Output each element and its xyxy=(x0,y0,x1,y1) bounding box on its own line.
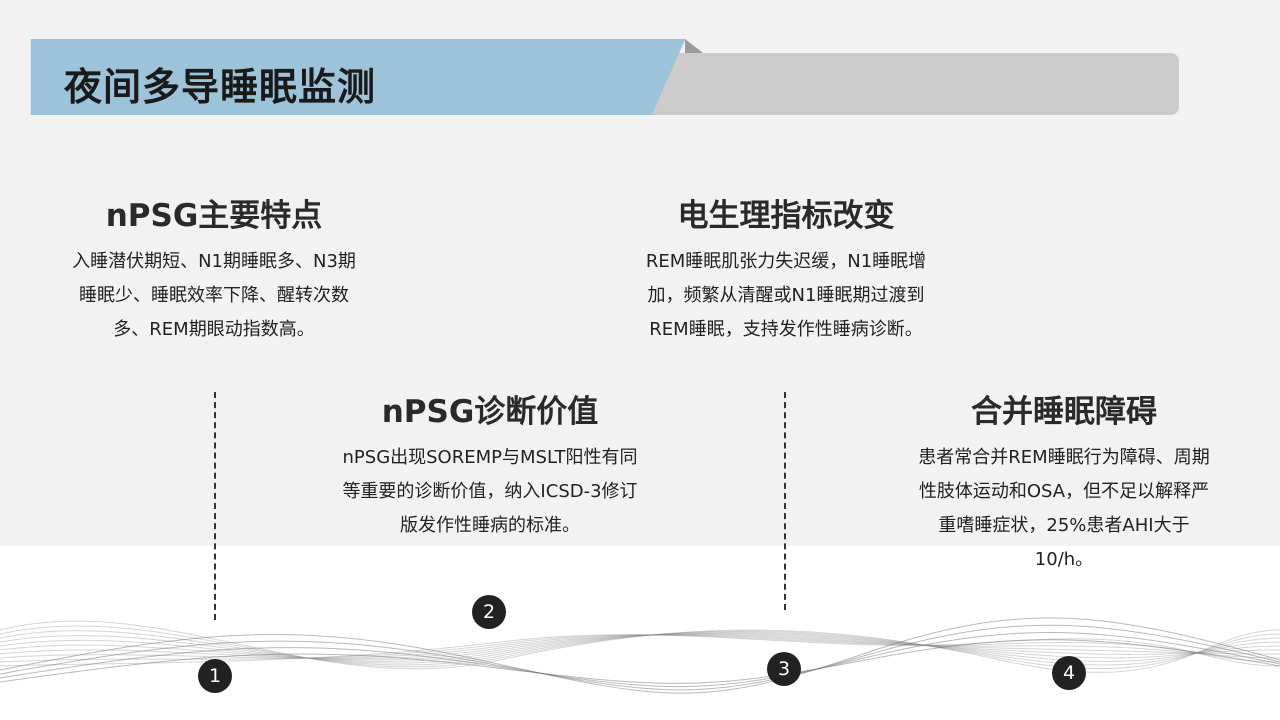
wave-decoration xyxy=(0,617,1280,694)
title-bar-grey xyxy=(640,53,1179,115)
dashed-connector xyxy=(214,392,216,620)
section-body: 入睡潜伏期短、N1期睡眠多、N3期睡眠少、睡眠效率下降、醒转次数多、REM期眼动… xyxy=(72,251,356,340)
title-bar-blue xyxy=(30,39,686,115)
page-title: 夜间多导睡眠监测 xyxy=(64,65,377,109)
section-title: 合并睡眠障碍 xyxy=(971,394,1157,430)
dashed-connector xyxy=(784,392,786,610)
section-body: nPSG出现SOREMP与MSLT阳性有同等重要的诊断价值，纳入ICSD-3修订… xyxy=(342,447,638,536)
step-badge-1: 1 xyxy=(198,659,232,693)
step-badge-3: 3 xyxy=(767,652,801,686)
section-title: 电生理指标改变 xyxy=(677,198,895,234)
section-title: nPSG诊断价值 xyxy=(381,394,599,430)
section-comorbid-sleep-disorders: 合并睡眠障碍 患者常合并REM睡眠行为障碍、周期性肢体运动和OSA，但不足以解释… xyxy=(918,386,1210,577)
section-body: REM睡眠肌张力失迟缓，N1睡眠增加，频繁从清醒或N1睡眠期过渡到REM睡眠，支… xyxy=(645,251,927,340)
section-title: nPSG主要特点 xyxy=(105,198,323,234)
step-badge-4: 4 xyxy=(1052,656,1086,690)
section-npsg-features: nPSG主要特点 入睡潜伏期短、N1期睡眠多、N3期睡眠少、睡眠效率下降、醒转次… xyxy=(64,190,364,347)
section-npsg-diagnostic-value: nPSG诊断价值 nPSG出现SOREMP与MSLT阳性有同等重要的诊断价值，纳… xyxy=(340,386,640,543)
title-bar-notch xyxy=(685,39,703,53)
section-body: 患者常合并REM睡眠行为障碍、周期性肢体运动和OSA，但不足以解释严重嗜睡症状，… xyxy=(918,447,1210,570)
section-electrophysiology: 电生理指标改变 REM睡眠肌张力失迟缓，N1睡眠增加，频繁从清醒或N1睡眠期过渡… xyxy=(634,190,938,347)
step-badge-2: 2 xyxy=(472,595,506,629)
